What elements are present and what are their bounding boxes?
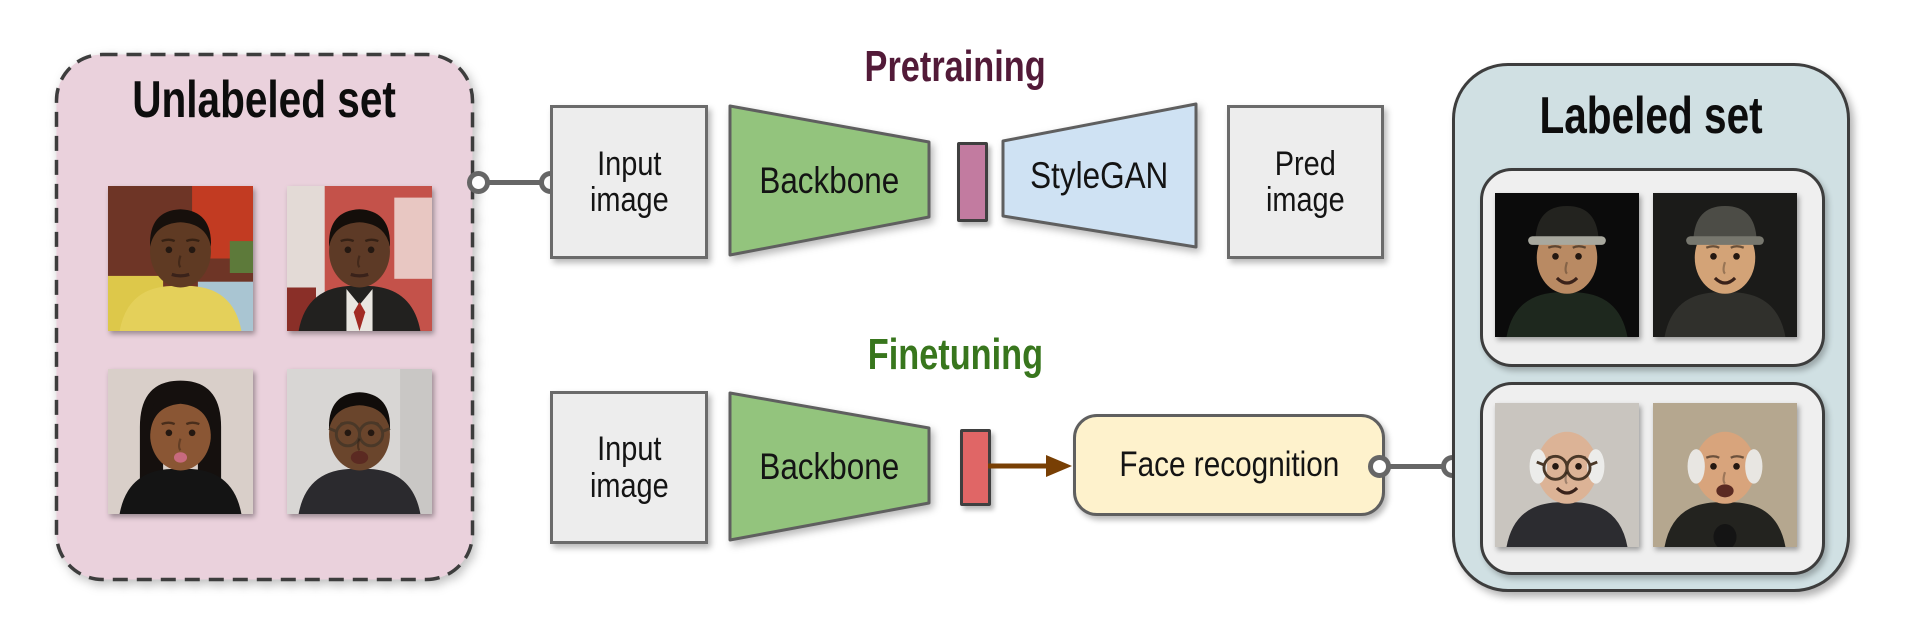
unlabeled-set-panel: Unlabeled set [54, 52, 475, 582]
finetuning-backbone-node: Backbone [727, 390, 932, 543]
labeled-set-panel: Labeled set [1452, 63, 1850, 592]
pretraining-backbone-node: Backbone [727, 103, 932, 258]
arrow-icon [988, 450, 1074, 482]
pred-image-node: Pred image [1227, 105, 1384, 259]
unlabeled-set-title: Unlabeled set [132, 71, 397, 129]
stylegan-label: StyleGAN [1030, 154, 1169, 196]
finetuning-feature-vector [960, 429, 991, 506]
face-elderly-man-2 [1653, 403, 1797, 547]
face-baby [108, 186, 253, 331]
finetuning-input-image-node: Input image [550, 391, 708, 544]
face-man-suit [287, 186, 432, 331]
backbone-label: Backbone [759, 159, 900, 201]
connector-line-facerec-to-labeled [1379, 464, 1452, 469]
labeled-identity-group-2 [1480, 382, 1825, 575]
connector-node-icon [1368, 455, 1391, 478]
face-woman [108, 369, 253, 514]
pretraining-latent-vector [957, 142, 988, 222]
pretraining-title: Pretraining [864, 42, 1046, 91]
backbone-label: Backbone [759, 445, 900, 487]
labeled-set-title: Labeled set [1539, 87, 1763, 145]
labeled-identity-group-1 [1480, 168, 1825, 367]
face-man-glasses [287, 369, 432, 514]
finetuning-title: Finetuning [867, 330, 1043, 379]
connector-line-unlabeled-to-input [478, 180, 550, 185]
face-recognition-node: Face recognition [1073, 414, 1385, 516]
backbone-trapezoid-shape [728, 391, 931, 542]
stylegan-node: StyleGAN [1000, 101, 1199, 250]
face-cap-man-1 [1495, 193, 1639, 337]
face-elderly-man-1 [1495, 403, 1639, 547]
connector-node-icon [467, 171, 490, 194]
backbone-trapezoid-shape [728, 104, 931, 257]
pretraining-input-image-node: Input image [550, 105, 708, 259]
face-cap-man-2 [1653, 193, 1797, 337]
stylegan-trapezoid-shape [1001, 102, 1198, 249]
